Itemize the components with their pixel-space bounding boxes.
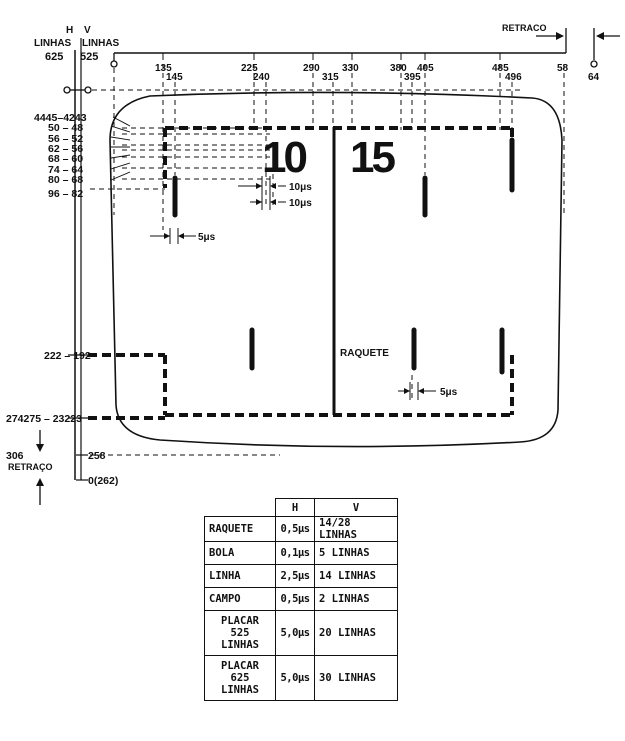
five-us-label-left: 5μs xyxy=(198,232,216,243)
ltick-row3: 56 – 52 xyxy=(48,133,83,145)
left-marker-b xyxy=(84,86,92,94)
h-total: 625 xyxy=(45,51,63,63)
dashed-guide-horizontals xyxy=(90,89,520,456)
row-h: 0,1μs xyxy=(275,541,315,565)
ltick-row5: 68 – 60 xyxy=(48,153,83,165)
row-label: PLACAR 525 LINHAS xyxy=(204,610,276,656)
row-h: 5,0μs xyxy=(275,610,315,656)
tick-135: 135 xyxy=(155,63,172,74)
row-v: 5 LINHAS xyxy=(314,541,398,565)
table-row: PLACAR 625 LINHAS 5,0μs 30 LINHAS xyxy=(204,655,398,701)
ltick-row1: 4445–4243 xyxy=(34,112,87,124)
row-label: PLACAR 625 LINHAS xyxy=(204,655,276,701)
ltick-row12: 258 xyxy=(88,450,106,462)
tick-315: 315 xyxy=(322,72,339,83)
table-row: BOLA 0,1μs 5 LINHAS xyxy=(204,541,398,565)
tv-screen-outline xyxy=(109,91,563,448)
row-v: 20 LINHAS xyxy=(314,610,398,656)
top-end-marker xyxy=(590,60,598,68)
tick-485: 485 xyxy=(492,63,509,74)
ltick-row6: 74 – 64 xyxy=(48,164,83,176)
retraco-arrow-left xyxy=(596,32,604,40)
row-v: 30 LINHAS xyxy=(314,655,398,701)
specs-table: H V RAQUETE 0,5μs 14/28 LINHAS BOLA 0,1μ… xyxy=(204,498,398,701)
tick-395: 395 xyxy=(404,72,421,83)
dashed-guide-verticals xyxy=(113,64,565,400)
ltick-row11: 306 xyxy=(6,450,24,462)
retraco-arrow-right xyxy=(556,32,564,40)
five-us-label-right: 5μs xyxy=(440,387,458,398)
retraco-top-label: RETRACO xyxy=(502,23,547,33)
h-title: H xyxy=(66,25,73,36)
tick-145: 145 xyxy=(166,72,183,83)
retraco-left-label: RETRAÇO xyxy=(8,462,53,472)
ten-us-label-b: 10μs xyxy=(289,198,312,209)
row-h: 5,0μs xyxy=(275,655,315,701)
ltick-row7: 80 – 68 xyxy=(48,174,83,186)
row-label: BOLA xyxy=(204,541,276,565)
row-v: 14 LINHAS xyxy=(314,564,398,588)
row-h: 2,5μs xyxy=(275,564,315,588)
row-v: 14/28 LINHAS xyxy=(314,516,398,542)
top-start-marker xyxy=(110,60,118,68)
v-unit: LINHAS xyxy=(82,38,120,49)
tick-240: 240 xyxy=(253,72,270,83)
row-h: 0,5μs xyxy=(275,516,315,542)
retraco-arrow-down xyxy=(36,444,44,452)
tick-380: 380 xyxy=(390,63,407,74)
score-right: 15 xyxy=(350,133,395,182)
col-h-header: H xyxy=(275,498,315,517)
row-label: RAQUETE xyxy=(204,516,276,542)
table-row: LINHA 2,5μs 14 LINHAS xyxy=(204,564,398,588)
row-label: CAMPO xyxy=(204,587,276,611)
tick-58: 58 xyxy=(557,63,569,74)
ltick-row13: 0(262) xyxy=(88,475,118,487)
raquete-label: RAQUETE xyxy=(340,348,389,359)
v-total: 525 xyxy=(80,51,98,63)
tick-225: 225 xyxy=(241,63,258,74)
tick-330: 330 xyxy=(342,63,359,74)
retraco-arrow-up xyxy=(36,478,44,486)
ltick-row8: 96 – 82 xyxy=(48,188,83,200)
ltick-row9: 222 – 192 xyxy=(44,350,91,362)
ltick-row4: 62 – 56 xyxy=(48,143,83,155)
ten-us-label-a: 10μs xyxy=(289,182,312,193)
table-row: CAMPO 0,5μs 2 LINHAS xyxy=(204,587,398,611)
score-left: 10 xyxy=(262,133,306,182)
left-marker-a xyxy=(63,86,71,94)
row-label: LINHA xyxy=(204,564,276,588)
ltick-row2: 50 – 48 xyxy=(48,122,83,134)
table-header-row: H V xyxy=(205,498,398,517)
v-title: V xyxy=(84,25,91,36)
row-h: 0,5μs xyxy=(275,587,315,611)
col-v-header: V xyxy=(314,498,398,517)
tick-290: 290 xyxy=(303,63,320,74)
h-unit: LINHAS xyxy=(34,38,72,49)
row-v: 2 LINHAS xyxy=(314,587,398,611)
tick-64: 64 xyxy=(588,72,600,83)
paddles xyxy=(172,137,515,375)
tick-405: 405 xyxy=(417,63,434,74)
ltick-row10: 274275 – 23223 xyxy=(6,413,82,425)
tick-496: 496 xyxy=(505,72,522,83)
table-row: RAQUETE 0,5μs 14/28 LINHAS xyxy=(204,516,398,542)
table-row: PLACAR 525 LINHAS 5,0μs 20 LINHAS xyxy=(204,610,398,656)
